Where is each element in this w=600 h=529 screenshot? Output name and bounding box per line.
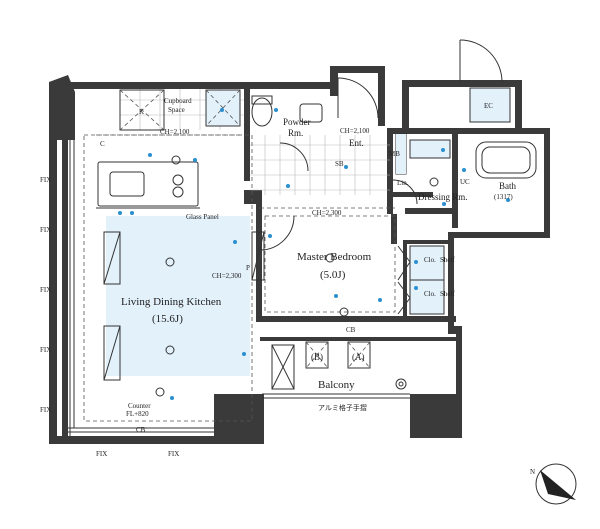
fix-label-6: FIX (96, 450, 107, 458)
linen-label: Lin. (397, 179, 409, 187)
powder-room-fixtures (251, 95, 323, 127)
compass-icon (535, 463, 577, 505)
ceiling-height-bedroom: CH=2,300 (312, 209, 342, 217)
c-label: C (100, 140, 105, 148)
mb-label: MB (389, 150, 400, 158)
bath-size: (1317) (494, 193, 513, 201)
p-label: P (246, 264, 250, 272)
powder-room-label-2: Rm. (288, 128, 303, 138)
bath-fixtures (395, 133, 537, 179)
balcony-label: Balcony (318, 379, 355, 391)
fix-label-7: FIX (168, 450, 179, 458)
balcony (262, 341, 410, 399)
master-bedroom-size: (5.0J) (320, 269, 346, 281)
k-label: K (139, 108, 144, 116)
bath-label: Bath (499, 181, 516, 191)
fix-label-2: FIX (40, 226, 51, 234)
uc-label: UC (460, 178, 470, 186)
outdoor-unit-a: (A) (352, 352, 365, 362)
ceiling-height-living: CH=2,300 (212, 272, 242, 280)
glass-panel-label: Glass Panel (186, 213, 219, 221)
cupboard-label-1: Cupboard (164, 97, 192, 105)
curtain-panels (103, 231, 295, 390)
closet-label-2: Clo. (424, 290, 436, 298)
ec-label: EC (484, 102, 493, 110)
master-bedroom-label: Master Bedroom (297, 251, 372, 263)
cupboard-space (119, 89, 241, 131)
fix-label-4: FIX (40, 346, 51, 354)
fixture-markers (118, 108, 510, 400)
ldk-size: (15.6J) (152, 313, 183, 325)
shelf-label-1: Shelf (440, 256, 455, 264)
ldk-floor-area (106, 216, 250, 376)
door-swings (259, 39, 503, 251)
ldk-label: Living Dining Kitchen (121, 296, 222, 308)
fix-label-3: FIX (40, 286, 51, 294)
powder-room-label-1: Powder (283, 117, 311, 127)
tile-grid (120, 89, 390, 195)
kitchen-counter (96, 161, 200, 209)
ec-area (470, 88, 510, 122)
counter-label-1: Counter (128, 402, 151, 410)
ceiling-height-kitchen: CH=2,100 (160, 128, 190, 136)
entrance-label: Ent. (349, 138, 364, 148)
closet-label-1: Clo. (424, 256, 436, 264)
sb-label: SB (335, 160, 344, 168)
outdoor-unit-b: (B) (311, 352, 323, 362)
aluminum-rail-label: アルミ格子手摺 (318, 403, 367, 412)
fix-label-5: FIX (40, 406, 51, 414)
counter-label-2: FL+820 (126, 410, 149, 418)
shelf-label-2: Shelf (440, 290, 455, 298)
outer-walls (49, 66, 550, 444)
north-label: N (530, 468, 535, 476)
cb-label-2: CB (346, 326, 356, 334)
closets (397, 245, 445, 315)
dressing-room-label: Dressing Rm. (418, 192, 468, 202)
cb-label-1: CB (136, 426, 146, 434)
window-lines (68, 140, 214, 436)
ceiling-height-entrance: CH=2,100 (340, 127, 370, 135)
fix-label-1: FIX (40, 176, 51, 184)
cupboard-label-2: Space (168, 106, 185, 114)
